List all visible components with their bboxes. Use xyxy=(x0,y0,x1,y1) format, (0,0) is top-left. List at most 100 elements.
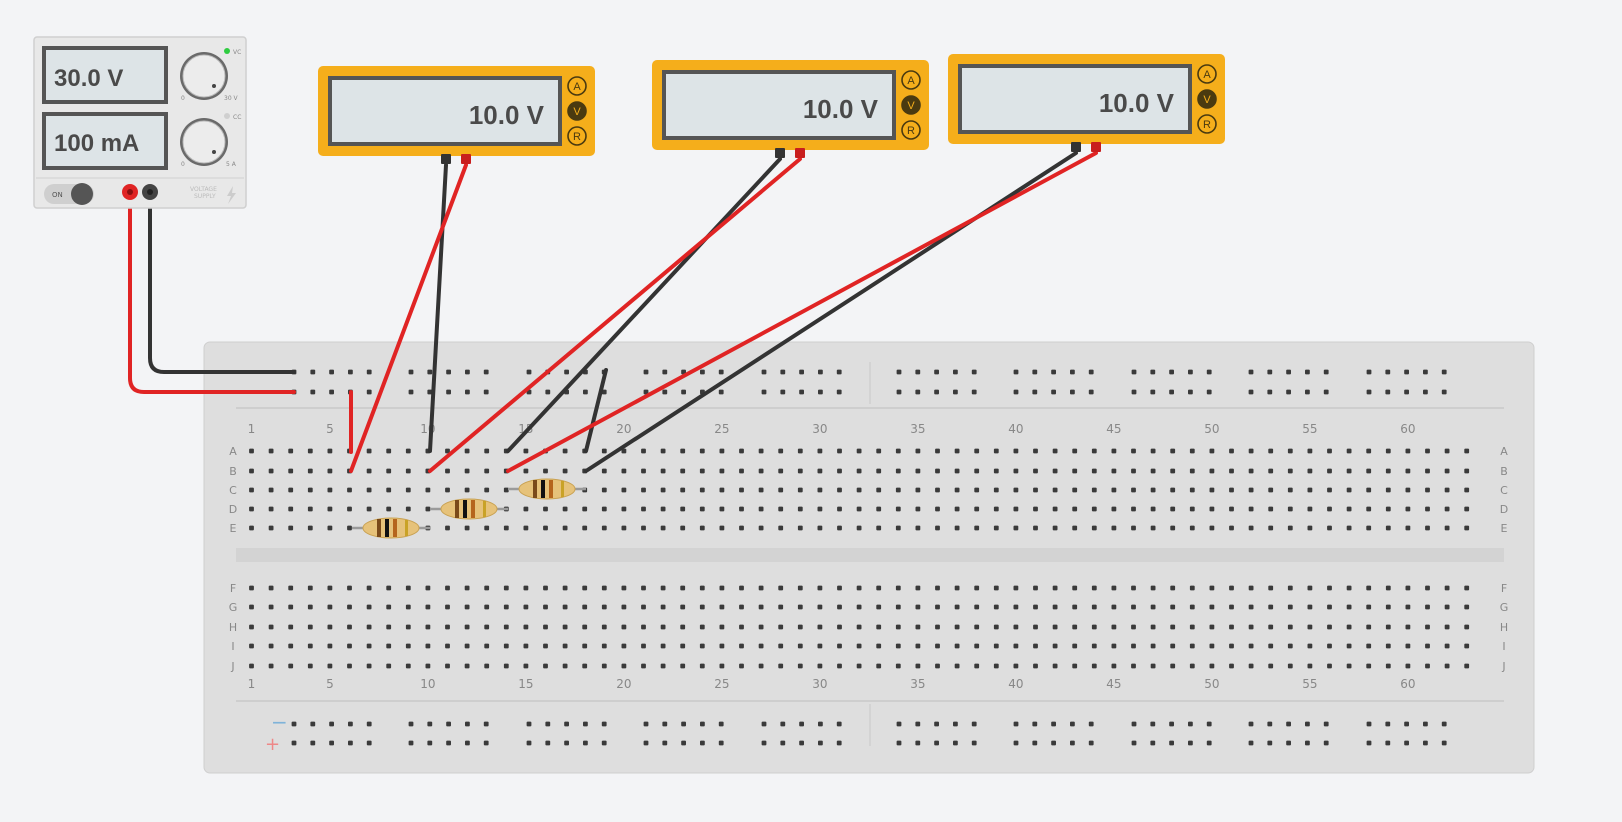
hole[interactable] xyxy=(601,663,607,669)
hole[interactable] xyxy=(1287,525,1293,531)
hole[interactable] xyxy=(641,525,646,531)
hole[interactable] xyxy=(1464,604,1470,610)
rail-hole[interactable] xyxy=(483,369,489,375)
hole[interactable] xyxy=(856,643,862,649)
rail-hole[interactable] xyxy=(1070,740,1075,746)
rail-hole[interactable] xyxy=(718,721,724,727)
hole[interactable] xyxy=(895,525,901,531)
rail-hole[interactable] xyxy=(366,389,372,395)
red-probe-socket[interactable] xyxy=(461,154,471,164)
rail-hole[interactable] xyxy=(643,389,649,395)
hole[interactable] xyxy=(1268,663,1274,669)
hole[interactable] xyxy=(1170,663,1176,669)
hole[interactable] xyxy=(739,525,744,531)
hole[interactable] xyxy=(503,624,509,630)
hole[interactable] xyxy=(1425,624,1430,630)
rail-hole[interactable] xyxy=(971,721,977,727)
hole[interactable] xyxy=(1385,624,1391,630)
hole[interactable] xyxy=(837,585,842,591)
hole[interactable] xyxy=(817,663,823,669)
hole[interactable] xyxy=(1287,585,1293,591)
hole[interactable] xyxy=(856,663,862,669)
hole[interactable] xyxy=(347,604,352,610)
hole[interactable] xyxy=(974,643,980,649)
hole[interactable] xyxy=(1072,604,1078,610)
hole[interactable] xyxy=(601,448,607,454)
hole[interactable] xyxy=(1366,663,1372,669)
hole[interactable] xyxy=(1150,448,1156,454)
hole[interactable] xyxy=(1111,585,1117,591)
rail-hole[interactable] xyxy=(915,740,921,746)
hole[interactable] xyxy=(719,487,725,493)
hole[interactable] xyxy=(641,624,646,630)
hole[interactable] xyxy=(1385,663,1391,669)
rail-hole[interactable] xyxy=(1267,389,1273,395)
hole[interactable] xyxy=(915,506,921,512)
hole[interactable] xyxy=(366,487,372,493)
hole[interactable] xyxy=(1229,448,1234,454)
rail-hole[interactable] xyxy=(348,369,353,375)
rail-hole[interactable] xyxy=(818,389,823,395)
hole[interactable] xyxy=(1111,643,1117,649)
hole[interactable] xyxy=(1464,585,1470,591)
wire-meter2-black[interactable] xyxy=(506,157,782,453)
hole[interactable] xyxy=(954,643,960,649)
hole[interactable] xyxy=(562,643,568,649)
hole[interactable] xyxy=(1464,663,1470,669)
hole[interactable] xyxy=(1150,624,1156,630)
rail-hole[interactable] xyxy=(483,389,489,395)
rail-hole[interactable] xyxy=(1088,369,1094,375)
hole[interactable] xyxy=(484,624,490,630)
hole[interactable] xyxy=(1091,585,1097,591)
hole[interactable] xyxy=(503,643,509,649)
hole[interactable] xyxy=(445,448,450,454)
hole[interactable] xyxy=(1033,643,1038,649)
hole[interactable] xyxy=(1346,487,1352,493)
hole[interactable] xyxy=(1033,604,1038,610)
hole[interactable] xyxy=(1111,487,1117,493)
hole[interactable] xyxy=(366,663,372,669)
rail-hole[interactable] xyxy=(1188,369,1193,375)
hole[interactable] xyxy=(739,585,744,591)
hole[interactable] xyxy=(1425,448,1430,454)
hole[interactable] xyxy=(817,506,823,512)
rail-hole[interactable] xyxy=(915,389,921,395)
hole[interactable] xyxy=(660,604,666,610)
hole[interactable] xyxy=(523,624,529,630)
hole[interactable] xyxy=(562,525,568,531)
hole[interactable] xyxy=(837,663,842,669)
hole[interactable] xyxy=(1327,604,1332,610)
hole[interactable] xyxy=(680,585,686,591)
hole[interactable] xyxy=(523,604,529,610)
rail-hole[interactable] xyxy=(1088,721,1094,727)
rail-hole[interactable] xyxy=(1404,389,1409,395)
hole[interactable] xyxy=(347,585,352,591)
rail-hole[interactable] xyxy=(700,721,705,727)
hole[interactable] xyxy=(1248,525,1254,531)
rail-hole[interactable] xyxy=(1150,389,1156,395)
hole[interactable] xyxy=(484,585,490,591)
hole[interactable] xyxy=(1072,643,1078,649)
hole[interactable] xyxy=(1444,604,1450,610)
hole[interactable] xyxy=(307,487,313,493)
hole[interactable] xyxy=(954,448,960,454)
hole[interactable] xyxy=(778,643,784,649)
hole[interactable] xyxy=(1072,506,1078,512)
rail-hole[interactable] xyxy=(1051,369,1056,375)
hole[interactable] xyxy=(464,525,470,531)
hole[interactable] xyxy=(974,663,980,669)
hole[interactable] xyxy=(1366,643,1372,649)
hole[interactable] xyxy=(1248,506,1254,512)
hole[interactable] xyxy=(1013,468,1019,474)
rail-hole[interactable] xyxy=(1150,721,1156,727)
hole[interactable] xyxy=(1229,487,1234,493)
hole[interactable] xyxy=(1131,624,1136,630)
rail-hole[interactable] xyxy=(1188,721,1193,727)
rail-hole[interactable] xyxy=(1013,389,1019,395)
rail-hole[interactable] xyxy=(1248,721,1254,727)
hole[interactable] xyxy=(1268,487,1274,493)
hole[interactable] xyxy=(739,468,744,474)
hole[interactable] xyxy=(484,604,490,610)
hole[interactable] xyxy=(699,487,705,493)
hole[interactable] xyxy=(562,468,568,474)
